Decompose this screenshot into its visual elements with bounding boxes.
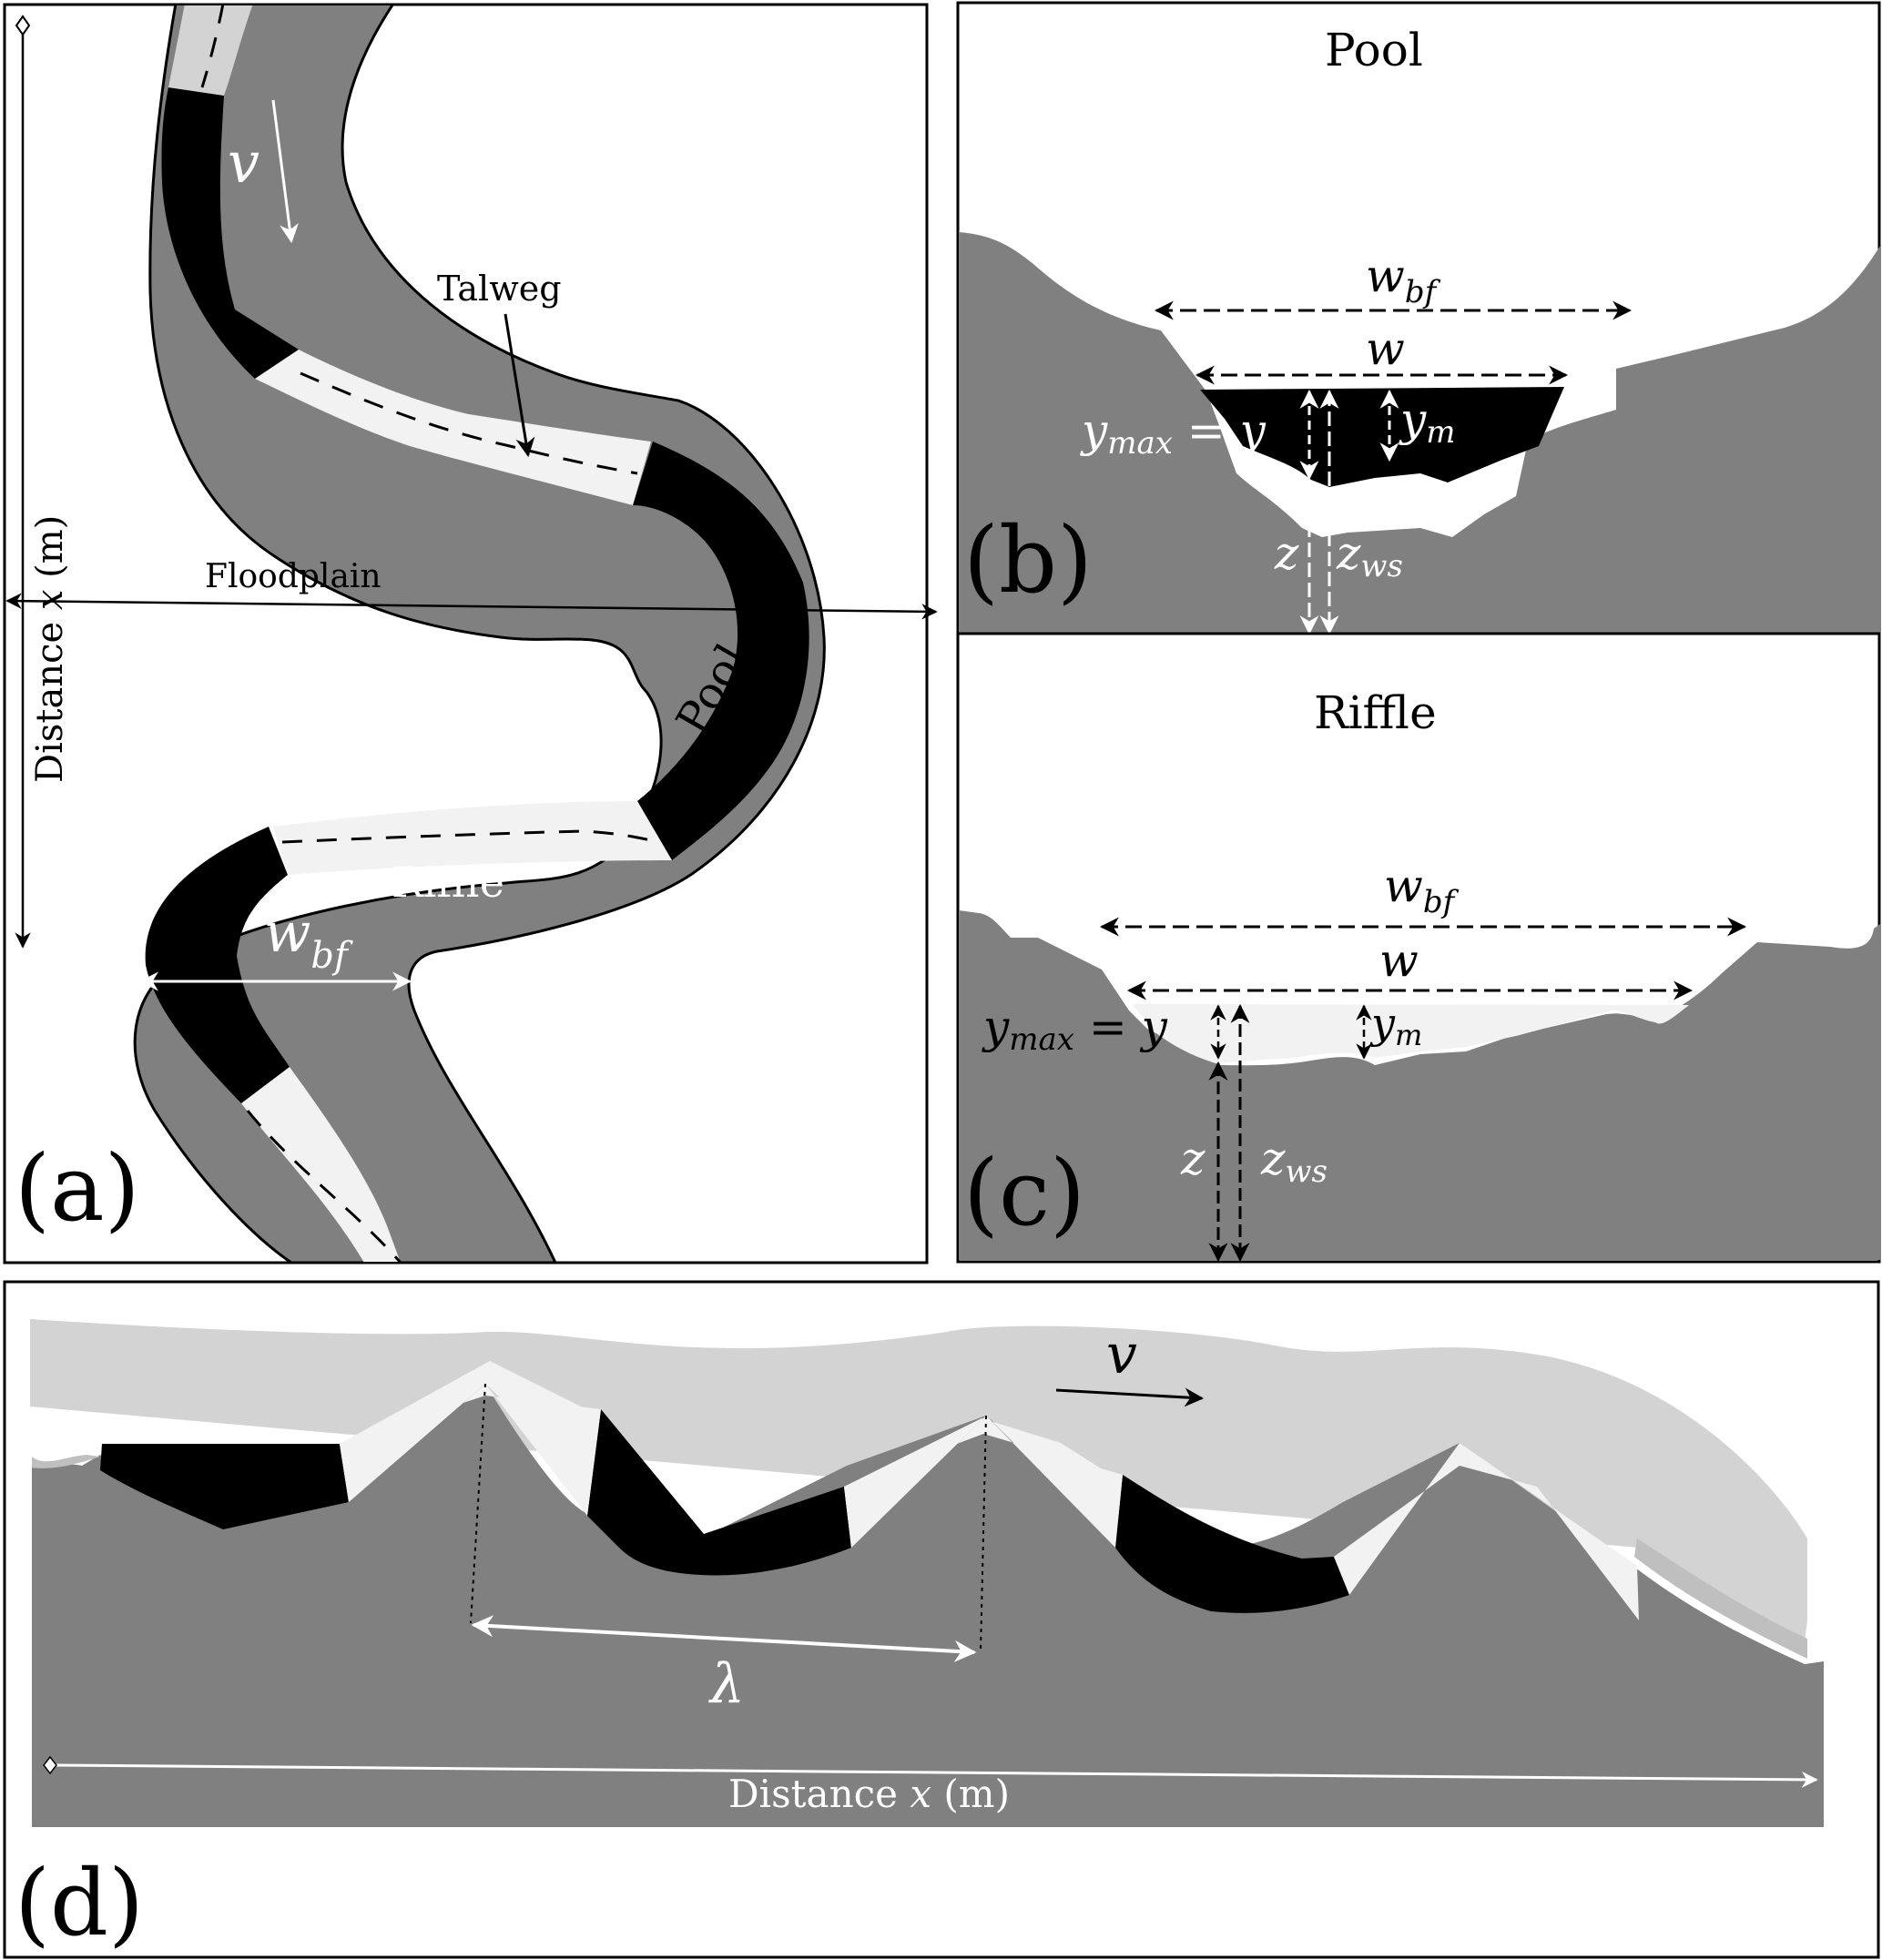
distance-axis-label-a: Distance x (m) <box>29 515 71 783</box>
river-drawing <box>133 5 826 1262</box>
ymax-label-b: ymax = y <box>1080 404 1267 462</box>
distance-axis-label-d: Distance x (m) <box>728 1772 1010 1816</box>
axis-a-var: x <box>29 590 71 611</box>
w-label-b: w <box>1366 322 1405 375</box>
pool-profile-1 <box>100 1444 349 1529</box>
pool-zone-1 <box>161 87 299 379</box>
ymax-sub-c: max <box>1009 1021 1074 1058</box>
axis-origin-marker-a <box>15 15 31 36</box>
pool-zone-2 <box>633 442 809 860</box>
panel-tag-b: (b) <box>963 507 1093 614</box>
panel-c: Riffle wbf w ymax = y ym z zws (c) <box>956 632 1881 1264</box>
velocity-arrow-d <box>1055 1387 1205 1407</box>
talweg-label: Talweg <box>437 269 562 309</box>
w-label-c: w <box>1379 934 1419 987</box>
ymax-main-c: y <box>982 1000 1010 1053</box>
streambed <box>32 1384 1824 1827</box>
ym-main-c: y <box>1369 999 1396 1048</box>
velocity-arrow <box>271 99 299 244</box>
bed-edge-right <box>1634 1539 1807 1659</box>
crest-marker-1 <box>470 1383 486 1624</box>
panel-tag-c: (c) <box>963 1140 1085 1246</box>
ymax-sub-b: max <box>1107 425 1173 462</box>
velocity-label-d: v <box>1106 1323 1137 1386</box>
distance-axis-d <box>54 1763 1818 1788</box>
wbf-sub-c: bf <box>1423 884 1460 920</box>
panel-tag-d: (d) <box>15 1850 144 1956</box>
riffle-zone-1 <box>255 350 651 505</box>
axis-d-unit: (m) <box>931 1772 1010 1816</box>
riffle-zone-0 <box>168 5 253 96</box>
riffle-bed-profile <box>959 910 1880 1260</box>
wavelength-label: λ <box>708 1652 745 1716</box>
z-label-c: z <box>1180 1132 1205 1185</box>
talweg-line-1 <box>200 5 225 88</box>
wbf-label-b: wbf <box>1366 249 1441 310</box>
zws-sub-c: ws <box>1285 1153 1328 1190</box>
wbf-main-c: w <box>1384 859 1423 912</box>
floodplain-arrow <box>5 593 938 620</box>
pool-zone-3 <box>145 827 290 1103</box>
zws-sub-b: ws <box>1360 548 1403 584</box>
zws-main-b: z <box>1336 527 1361 580</box>
talweg-line-2 <box>300 371 638 475</box>
axis-a-unit: (m) <box>29 515 71 590</box>
axis-origin-marker-d <box>43 1755 57 1775</box>
crest-marker-2 <box>980 1415 987 1653</box>
wbf-main-a: w <box>264 901 310 965</box>
pool-profile-3 <box>1115 1475 1349 1613</box>
riffle-label-a: Riffle <box>392 858 504 907</box>
pool-bed-profile <box>959 232 1880 633</box>
riffle-water <box>1132 1004 1689 1063</box>
riffle-zone-3b <box>241 1067 401 1262</box>
channel <box>133 5 826 1262</box>
riffle-profile-2b <box>844 1416 1115 1548</box>
panel-d: v λ Distance x (m) (d) <box>3 1280 1880 1959</box>
talweg-line-4 <box>246 1110 402 1262</box>
ym-sub-c: m <box>1395 1018 1422 1052</box>
ym-label-b: ym <box>1399 393 1456 451</box>
wbf-sub-b: bf <box>1405 274 1441 310</box>
riffle-profile-1b <box>340 1361 590 1502</box>
ymax-eq-b: = y <box>1173 404 1267 457</box>
zws-label-b: zws <box>1336 527 1403 584</box>
ym-main-b: y <box>1399 393 1427 446</box>
axis-d-var: x <box>910 1772 931 1816</box>
zws-main-c: z <box>1260 1132 1286 1185</box>
panel-tag-a: (a) <box>15 1135 140 1242</box>
ymax-main-b: y <box>1080 404 1108 457</box>
pool-title: Pool <box>1325 24 1423 76</box>
ym-sub-b: m <box>1426 414 1455 451</box>
floodplain-label: Floodplain <box>205 558 381 595</box>
wbf-label-a: wbf <box>264 901 353 977</box>
axis-a-prefix: Distance <box>29 610 71 783</box>
ym-label-c: ym <box>1369 999 1422 1052</box>
ymax-label-c: ymax = y <box>982 1000 1168 1058</box>
velocity-label-a: v <box>228 129 259 196</box>
bed-edge <box>32 1455 100 1468</box>
zws-label-c: zws <box>1260 1132 1328 1190</box>
wbf-label-c: wbf <box>1384 859 1460 920</box>
axis-d-prefix: Distance <box>728 1772 910 1816</box>
talweg-line-3 <box>281 829 661 844</box>
pool-profile-2 <box>587 1409 851 1576</box>
wbf-main-b: w <box>1366 249 1405 302</box>
riffle-title: Riffle <box>1314 686 1437 739</box>
wbf-sub-a: bf <box>310 935 353 977</box>
wavelength-arrow <box>471 1615 977 1662</box>
ymax-eq-c: = y <box>1074 1000 1168 1053</box>
riffle-profile-3 <box>1334 1443 1639 1620</box>
z-label-b: z <box>1274 527 1299 580</box>
panel-b: Pool wbf w ymax = y ym z zws (b) <box>956 1 1881 635</box>
riffle-zone-2 <box>273 801 672 875</box>
talweg-pointer <box>504 313 535 458</box>
